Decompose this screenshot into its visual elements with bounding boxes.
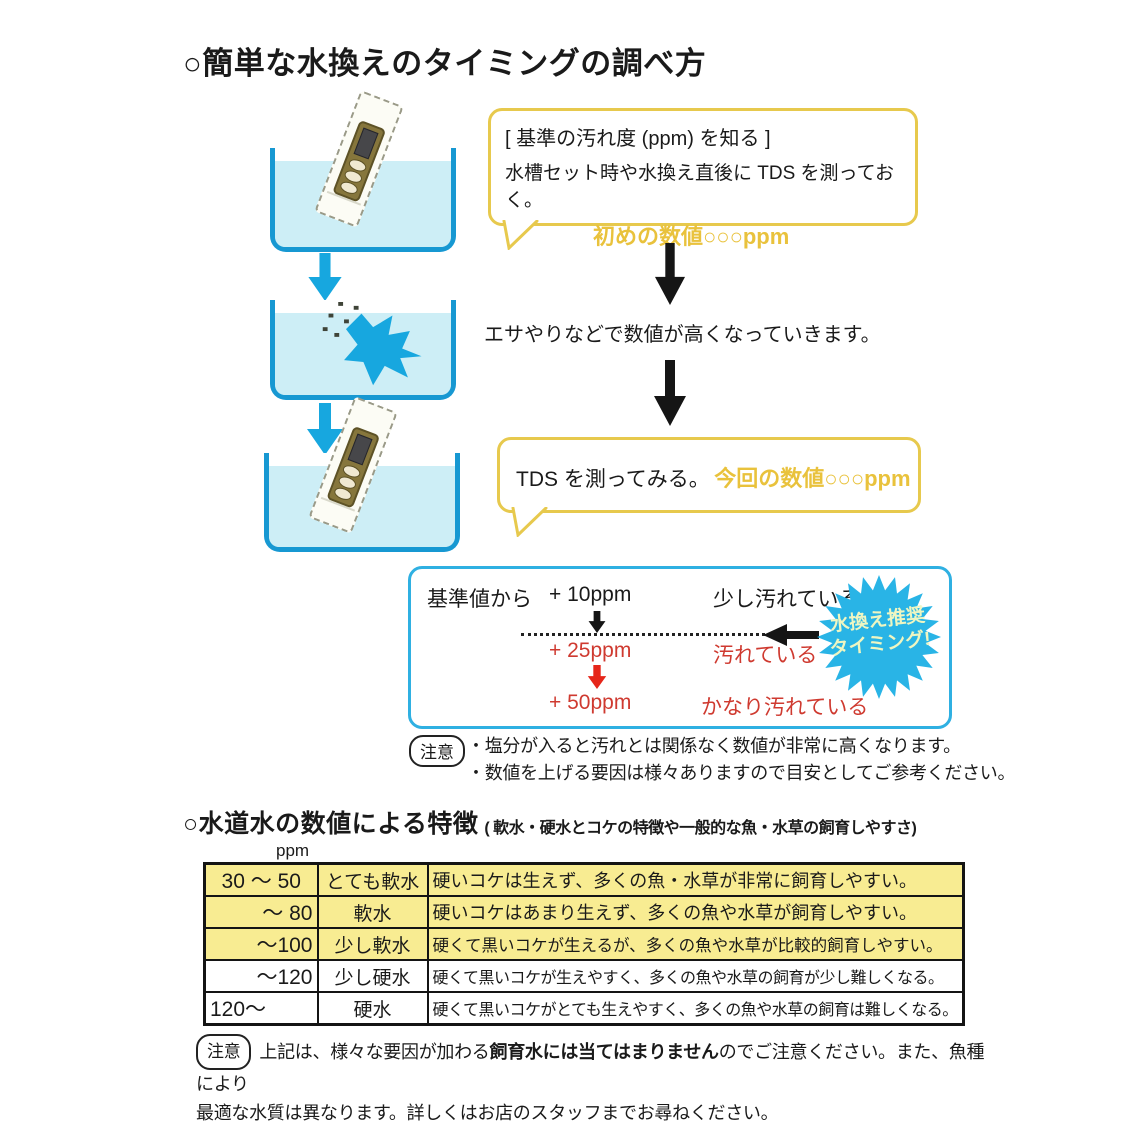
arrow-down-small-icon bbox=[588, 611, 606, 633]
unit-label: ppm bbox=[276, 841, 310, 860]
page-title: ○簡単な水換えのタイミングの調べ方 bbox=[183, 46, 707, 81]
note-text: 上記は、様々な要因が加わる bbox=[259, 1042, 490, 1062]
note-text: のでご注意ください。また、魚種により bbox=[196, 1042, 985, 1094]
level-desc: 汚れている bbox=[713, 644, 818, 667]
desc-cell: 硬くて黒いコケが生えやすく、多くの魚や水草の飼育が少し難しくなる。 bbox=[426, 959, 965, 993]
section2-header: ○水道水の数値による特徴 ( 軟水・硬水とコケの特徴や一般的な魚・水草の飼育しや… bbox=[183, 804, 917, 840]
arrow-left-icon bbox=[763, 624, 819, 646]
arrow-down-icon bbox=[308, 253, 342, 301]
range-cell: 120～ bbox=[203, 991, 319, 1026]
meter-lcd bbox=[353, 127, 379, 160]
footer-note: 注意上記は、様々な要因が加わる飼育水には当てはまりませんのでご注意ください。また… bbox=[196, 1034, 996, 1128]
hardness-table: 30 ～ 50 とても軟水 硬いコケは生えず、多くの魚・水草が非常に飼育しやすい… bbox=[203, 862, 965, 1026]
burst-shape bbox=[817, 575, 941, 699]
desc-cell: 硬くて黒いコケがとても生えやすく、多くの魚や水草の飼育は難しくなる。 bbox=[426, 991, 965, 1026]
note-badge: 注意 bbox=[196, 1034, 252, 1070]
speech-bubble-measure: TDS を測ってみる。 今回の数値○○○ppm bbox=[497, 437, 921, 537]
bubble-highlight: 今回の数値○○○ppm bbox=[714, 466, 911, 491]
arrow-down-icon bbox=[654, 243, 686, 305]
arrow-down-small-icon bbox=[587, 665, 607, 689]
note-text: ・塩分が入ると汚れとは関係なく数値が非常に高くなります。 ・数値を上げる要因は様… bbox=[467, 733, 1015, 787]
level-desc: 少し汚れている bbox=[713, 588, 860, 611]
table-row: ～100 少し軟水 硬くて黒いコケが生えるが、多くの魚や水草が比較的飼育しやすい… bbox=[203, 927, 965, 961]
note-line: ・数値を上げる要因は様々ありますので目安としてご参考ください。 bbox=[467, 763, 1016, 783]
level-value: + 10ppm bbox=[549, 583, 632, 606]
baseline-label: 基準値から bbox=[427, 588, 532, 611]
arrow-down-icon bbox=[654, 360, 686, 426]
bubble-heading: [ 基準の汚れ度 (ppm) を知る ] bbox=[505, 128, 771, 150]
note-line: 最適な水質は異なります。詳しくはお店のスタッフまでお尋ねください。 bbox=[196, 1103, 779, 1123]
note-text-bold: 飼育水には当てはまりません bbox=[489, 1042, 720, 1062]
table-row: 120～ 硬水 硬くて黒いコケがとても生えやすく、多くの魚や水草の飼育は難しくな… bbox=[203, 991, 965, 1026]
table-row: 30 ～ 50 とても軟水 硬いコケは生えず、多くの魚・水草が非常に飼育しやすい… bbox=[203, 862, 965, 897]
food-pellets-icon bbox=[322, 302, 359, 337]
level-value: + 25ppm bbox=[549, 639, 632, 662]
recommend-burst: 水換え推奨 タイミング! bbox=[815, 575, 943, 699]
threshold-box: 基準値から + 10ppm 少し汚れている 水換え推奨 タイミング! + 25p… bbox=[408, 566, 952, 729]
dotted-threshold-line bbox=[521, 633, 771, 636]
meter-lcd bbox=[347, 433, 373, 466]
range-cell: 30 ～ 50 bbox=[203, 862, 319, 897]
section2-title: ○水道水の数値による特徴 bbox=[183, 810, 479, 838]
level-desc: かなり汚れている bbox=[701, 696, 869, 719]
table-row: ～120 少し硬水 硬くて黒いコケが生えやすく、多くの魚や水草の飼育が少し難しく… bbox=[203, 959, 965, 993]
flow-caption: エサやりなどで数値が高くなっていきます。 bbox=[484, 324, 881, 346]
arrow-down-icon bbox=[307, 403, 343, 455]
fish-icon bbox=[322, 302, 422, 386]
bubble-body: 水槽セット時や水換え直後に TDS を測っておく。 bbox=[505, 163, 895, 211]
note-line: ・塩分が入ると汚れとは関係なく数値が非常に高くなります。 bbox=[467, 736, 961, 756]
range-cell: ～120 bbox=[203, 959, 319, 993]
range-cell: ～100 bbox=[203, 927, 319, 961]
speech-bubble-baseline: [ 基準の汚れ度 (ppm) を知る ] 水槽セット時や水換え直後に TDS を… bbox=[488, 108, 918, 250]
name-cell: 軟水 bbox=[316, 895, 429, 929]
bubble-body: TDS を測ってみる。 bbox=[516, 468, 710, 491]
name-cell: 少し硬水 bbox=[316, 959, 429, 993]
table-row: ～ 80 軟水 硬いコケはあまり生えず、多くの魚や水草が飼育しやすい。 bbox=[203, 895, 965, 929]
burst-icon bbox=[817, 575, 941, 699]
tank-feeding bbox=[270, 300, 456, 400]
desc-cell: 硬いコケはあまり生えず、多くの魚や水草が飼育しやすい。 bbox=[426, 895, 965, 929]
desc-cell: 硬いコケは生えず、多くの魚・水草が非常に飼育しやすい。 bbox=[426, 862, 965, 897]
section2-subtitle: ( 軟水・硬水とコケの特徴や一般的な魚・水草の飼育しやすさ) bbox=[484, 820, 917, 837]
desc-cell: 硬くて黒いコケが生えるが、多くの魚や水草が比較的飼育しやすい。 bbox=[426, 927, 965, 961]
bubble-tail bbox=[502, 220, 539, 250]
note-badge: 注意 bbox=[409, 735, 465, 767]
level-value: + 50ppm bbox=[549, 691, 632, 714]
name-cell: 硬水 bbox=[316, 991, 429, 1026]
bubble-tail bbox=[511, 507, 548, 537]
bubble-highlight: 初めの数値○○○ppm bbox=[593, 224, 790, 249]
name-cell: 少し軟水 bbox=[316, 927, 429, 961]
name-cell: とても軟水 bbox=[316, 862, 429, 897]
range-cell: ～ 80 bbox=[203, 895, 319, 929]
